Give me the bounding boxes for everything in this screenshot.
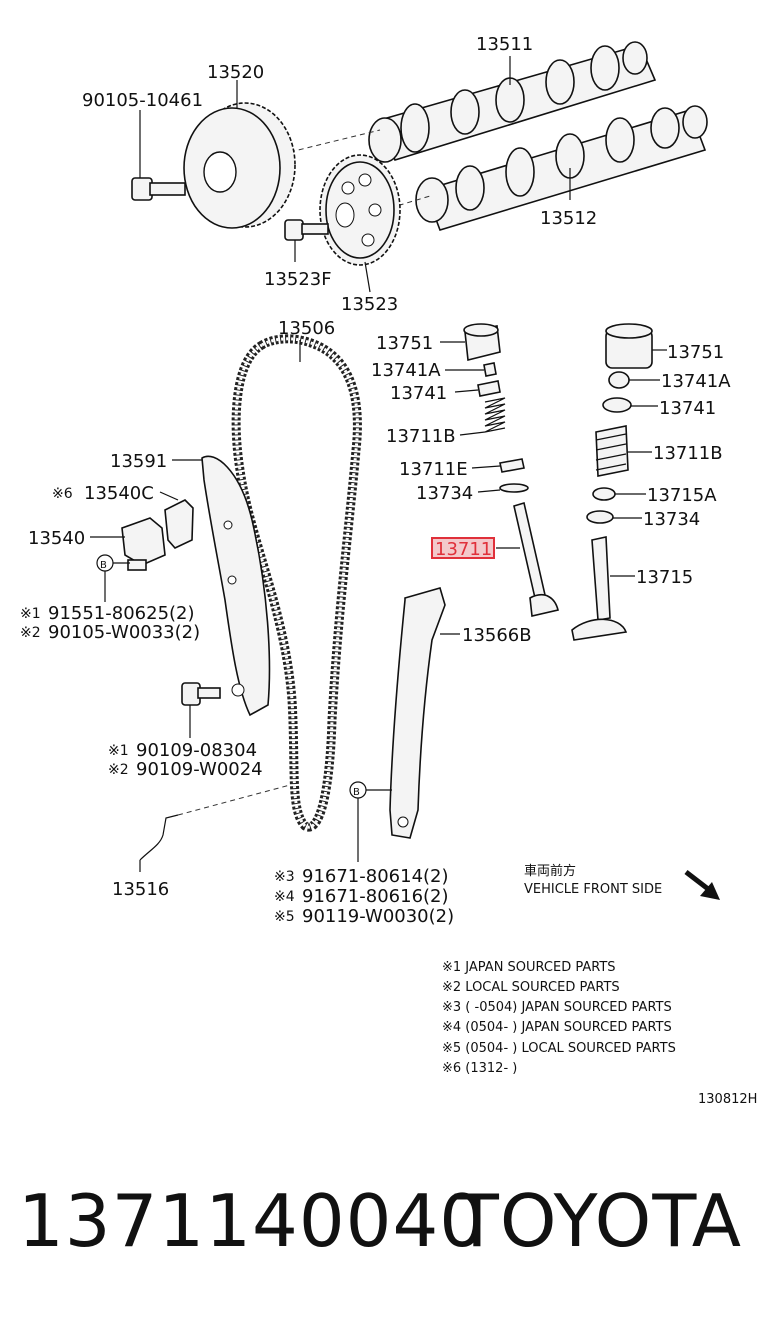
note-1: ※1 JAPAN SOURCED PARTS [442,960,616,975]
mark-2: ※2 [20,625,41,641]
direction-en: VEHICLE FRONT SIDE [524,882,662,897]
label-90109-08304: 90109-08304 [136,740,257,761]
leader-lines [90,56,667,872]
bolt-90105-10461 [131,177,186,201]
marker-b-circle [349,781,367,799]
label-90109-W0024: 90109-W0024 [136,759,263,780]
label-90105-W0033: 90105-W0033(2) [48,622,200,643]
bolt-13523F [284,219,329,241]
footer-part-number: 1371140040 [18,1179,487,1263]
mark-1b: ※1 [108,743,129,759]
label-91551-80625: 91551-80625(2) [48,603,195,624]
footer-brand: TOYOTA [454,1179,742,1263]
label-13520: 13520 [207,62,264,83]
mark-2b: ※2 [108,762,129,778]
timing-chain-13506 [231,334,362,832]
label-13711E: 13711E [399,459,468,480]
label-13741A-left: 13741A [371,360,441,381]
label-13751-right: 13751 [667,342,724,363]
label-13734-right: 13734 [643,509,700,530]
label-13741A-right: 13741A [661,371,731,392]
chain-guide-13591 [201,455,271,717]
label-13540: 13540 [28,528,85,549]
label-13506: 13506 [278,318,335,339]
label-13511: 13511 [476,34,533,55]
marker-b-label: B [353,787,360,798]
label-91671-80616: 91671-80616(2) [302,886,449,907]
valve-train-right [571,323,653,641]
vvt-gear-13520 [183,102,296,229]
label-13711B-left: 13711B [386,426,456,447]
label-13751-left: 13751 [376,333,433,354]
note-5: ※5 (0504- ) LOCAL SOURCED PARTS [442,1041,676,1056]
chain-slipper-13566B [389,587,446,839]
camshaft-exhaust [415,105,708,231]
note-2: ※2 LOCAL SOURCED PARTS [442,980,620,995]
mark-6: ※6 [52,486,73,502]
marker-b-circle [96,554,114,572]
diagram-id: 130812H [698,1092,757,1107]
mark-5: ※5 [274,909,295,925]
mark-3: ※3 [274,869,295,885]
label-90105-10461: 90105-10461 [82,90,203,111]
label-13741-right: 13741 [659,398,716,419]
label-13566B: 13566B [462,625,532,646]
label-13715: 13715 [636,567,693,588]
label-13540C: 13540C [84,483,154,504]
label-13591: 13591 [110,451,167,472]
label-13523: 13523 [341,294,398,315]
label-13523F: 13523F [264,269,332,290]
tensioner-13540 [121,499,194,571]
direction-jp: 車両前方 [524,863,576,879]
label-13711-highlighted: 13711 [435,539,492,560]
camshaft-intake [368,41,657,163]
note-4: ※4 (0504- ) JAPAN SOURCED PARTS [442,1020,672,1035]
note-6: ※6 (1312- ) [442,1061,517,1076]
label-13516: 13516 [112,879,169,900]
mark-4: ※4 [274,889,295,905]
valve-train-left [463,323,559,617]
mark-1: ※1 [20,606,41,622]
bolt-90109 [181,682,221,706]
marker-b-label: B [100,560,107,571]
label-13741-left: 13741 [390,383,447,404]
oil-jet-13516 [139,784,291,861]
label-13715A: 13715A [647,485,717,506]
sprocket-13523 [319,154,401,266]
label-13711B-right: 13711B [653,443,723,464]
label-13512: 13512 [540,208,597,229]
label-13734-left: 13734 [416,483,473,504]
label-91671-80614: 91671-80614(2) [302,866,449,887]
highlight-box [431,537,495,559]
label-90119-W0030: 90119-W0030(2) [302,906,454,927]
note-3: ※3 ( -0504) JAPAN SOURCED PARTS [442,1000,672,1015]
front-side-arrow-icon [684,870,720,900]
